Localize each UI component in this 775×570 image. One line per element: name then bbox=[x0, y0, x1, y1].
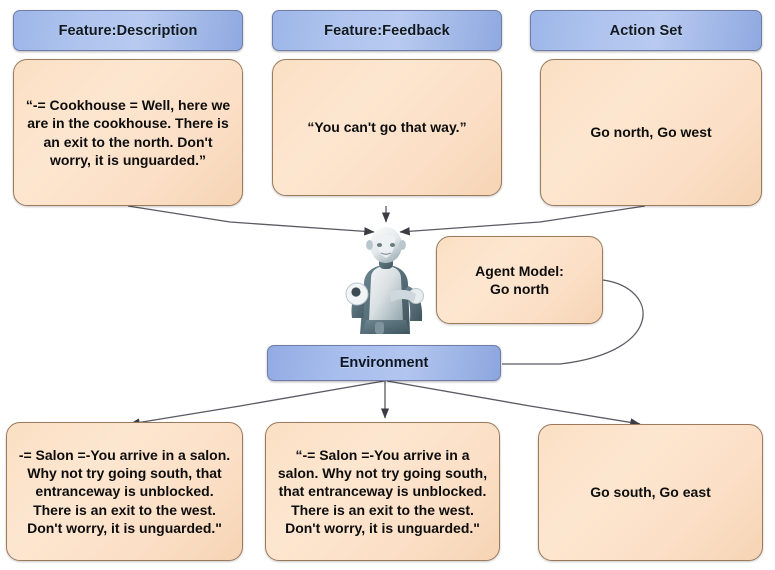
box-feedback-input: “You can't go that way.” bbox=[272, 59, 502, 196]
header-feature-feedback: Feature:Feedback bbox=[272, 10, 502, 51]
box-environment: Environment bbox=[267, 345, 501, 381]
box-feedback-output: “-= Salon =-You arrive in a salon. Why n… bbox=[265, 422, 500, 561]
box-description-input: “-= Cookhouse = Well, here we are in the… bbox=[13, 59, 243, 206]
action-set-input-text: Go north, Go west bbox=[590, 124, 712, 141]
edge-environment-to-actionset-output bbox=[386, 380, 641, 427]
robot-agent-icon bbox=[345, 227, 424, 334]
edge-environment-to-description-output bbox=[129, 380, 385, 427]
robot-agent-figure bbox=[330, 226, 442, 334]
box-description-output: -= Salon =-You arrive in a salon. Why no… bbox=[6, 422, 243, 561]
description-output-text: -= Salon =-You arrive in a salon. Why no… bbox=[18, 447, 231, 536]
header-action-set: Action Set bbox=[530, 10, 762, 51]
header-feature-description-label: Feature:Description bbox=[58, 22, 198, 39]
agent-model-text: Agent Model: Go north bbox=[447, 262, 592, 298]
agent-model-decision: Go north bbox=[489, 281, 550, 297]
feedback-output-text: “-= Salon =-You arrive in a salon. Why n… bbox=[277, 447, 488, 536]
agent-model-label: Agent Model: bbox=[475, 262, 564, 279]
action-set-output-text: Go south, Go east bbox=[590, 484, 711, 501]
feedback-input-text: “You can't go that way.” bbox=[307, 119, 467, 136]
box-agent-model: Agent Model: Go north bbox=[436, 236, 603, 324]
box-action-set-output: Go south, Go east bbox=[538, 424, 763, 561]
box-action-set-input: Go north, Go west bbox=[540, 59, 762, 206]
header-feature-description: Feature:Description bbox=[13, 10, 243, 51]
description-input-text: “-= Cookhouse = Well, here we are in the… bbox=[25, 97, 231, 168]
header-action-set-label: Action Set bbox=[609, 22, 683, 39]
header-feature-feedback-label: Feature:Feedback bbox=[324, 22, 450, 39]
environment-label: Environment bbox=[339, 355, 429, 371]
